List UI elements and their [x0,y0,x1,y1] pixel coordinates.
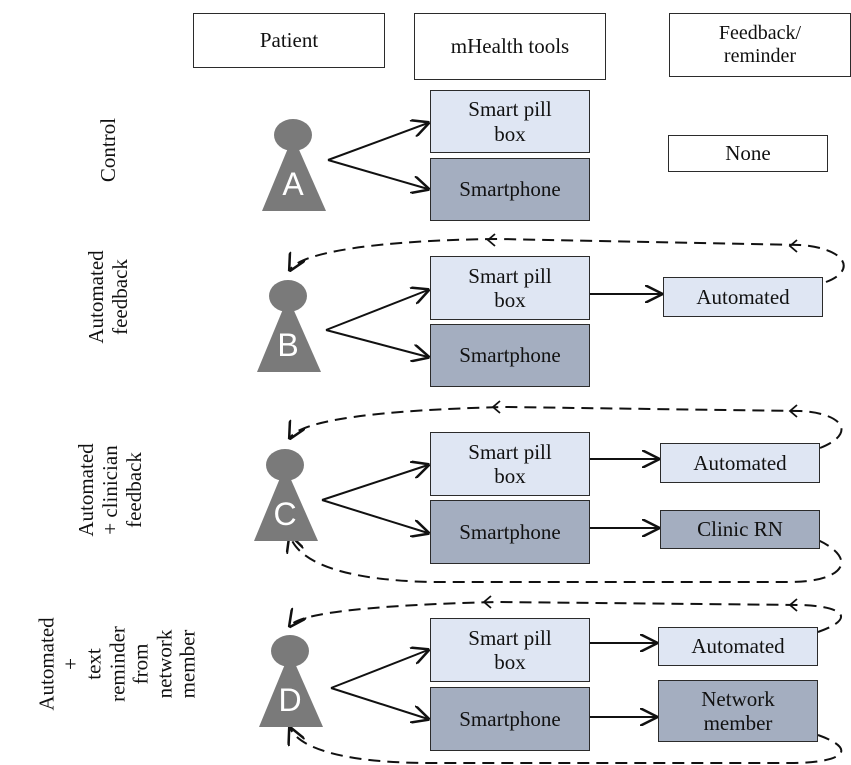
loop-automated-to-patient-c-chevron-1 [788,404,798,418]
patient-icon-a: A [259,118,329,213]
feedback-clinic-rn-c: Clinic RN [660,510,820,549]
person-icon [259,635,323,727]
row-label-automated-feedback: Automated feedback [83,250,132,344]
arrow-patient-to-pill-box-b [325,290,428,331]
patient-icon-d: D [256,634,326,729]
row-label-control: Control [95,117,120,183]
smartphone-c: Smartphone [430,500,590,564]
feedback-automated-b: Automated [663,277,823,317]
patient-icon-b: B [254,279,324,374]
smartphone-d: Smartphone [430,687,590,751]
person-icon [257,280,321,372]
patient-letter-b: B [277,327,299,363]
loop-automated-to-patient-c [290,405,843,449]
patient-letter-c: C [273,496,297,532]
header-mhealth-tools: mHealth tools [414,13,606,80]
feedback-network-member-d: Network member [658,680,818,742]
arrow-patient-to-smartphone-a [327,159,428,189]
loop-automated-to-patient-b-chevron-0 [486,233,496,247]
loop-automated-to-patient-b-chevron-1 [788,239,798,253]
loop-automated-to-patient-c-chevron-0 [491,400,501,414]
row-label-automated-clinician-feedback: Automated + clinician feedback [73,443,147,537]
loop-automated-to-patient-d-chevron-0 [482,595,492,609]
smartphone-a: Smartphone [430,158,590,221]
loop-automated-to-patient-d-chevron-1 [788,598,798,612]
person-icon [262,119,326,211]
patient-letter-a: A [282,166,304,202]
arrow-patient-to-pill-box-c [321,465,428,501]
header-feedback-reminder: Feedback/ reminder [669,13,851,77]
arrow-patient-to-pill-box-a [327,123,428,161]
loop-clinic-rn-to-patient-c [290,536,843,583]
smart-pill-box-d: Smart pill box [430,618,590,682]
header-patient: Patient [193,13,385,68]
arrow-patient-to-smartphone-b [325,329,428,357]
row-label-automated-text-reminder: Automated + text reminder from network m… [34,617,200,711]
feedback-automated-d: Automated [658,627,818,666]
arrow-patient-to-pill-box-d [330,650,428,689]
feedback-automated-c: Automated [660,443,820,483]
smart-pill-box-a: Smart pill box [430,90,590,153]
feedback-none-a: None [668,135,828,172]
patient-letter-d: D [278,682,302,718]
smart-pill-box-c: Smart pill box [430,432,590,496]
loop-network-member-to-patient-d [290,728,843,764]
person-icon [254,449,318,541]
arrow-patient-to-smartphone-c [321,499,428,533]
arrow-patient-to-smartphone-d [330,687,428,719]
smart-pill-box-b: Smart pill box [430,256,590,320]
patient-icon-c: C [251,448,321,543]
smartphone-b: Smartphone [430,324,590,387]
